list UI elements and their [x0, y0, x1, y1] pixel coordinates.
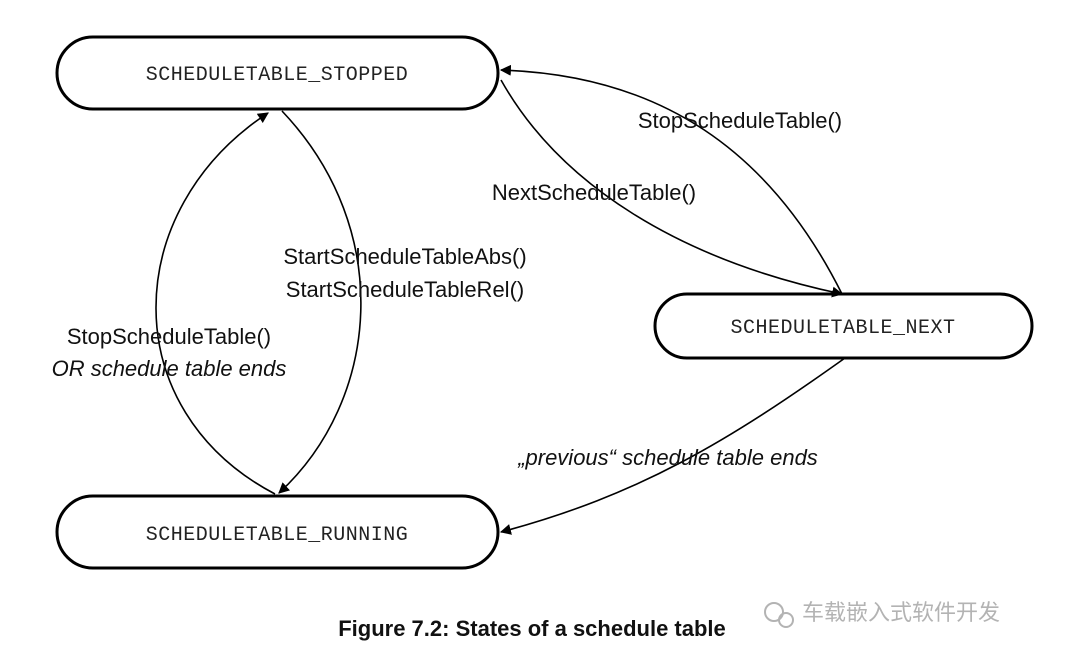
watermark: 车载嵌入式软件开发 [764, 601, 1000, 628]
label-next-to-stopped: StopScheduleTable() [638, 108, 842, 133]
edge-running-to-stopped [155, 112, 276, 495]
label-start-abs: StartScheduleTableAbs() [283, 244, 526, 269]
edge-next-to-running [499, 357, 846, 535]
edge-stopped-to-next [500, 79, 844, 298]
state-stopped: SCHEDULETABLE_STOPPED [55, 35, 500, 111]
wechat-icon [764, 602, 784, 622]
label-previous-ends: „previous“ schedule table ends [517, 445, 818, 470]
label-stop-running: StopScheduleTable() [67, 324, 271, 349]
edge-stopped-to-running [278, 110, 362, 494]
state-stopped-label: SCHEDULETABLE_STOPPED [146, 64, 409, 87]
figure-caption: Figure 7.2: States of a schedule table [338, 616, 726, 641]
state-running: SCHEDULETABLE_RUNNING [55, 494, 500, 570]
wechat-icon-small [778, 612, 794, 628]
watermark-text: 车载嵌入式软件开发 [802, 601, 1000, 626]
edge-next-to-stopped [499, 64, 843, 295]
label-table-ends: OR schedule table ends [52, 356, 287, 381]
state-next-label: SCHEDULETABLE_NEXT [730, 317, 955, 340]
state-next: SCHEDULETABLE_NEXT [653, 292, 1034, 360]
state-running-label: SCHEDULETABLE_RUNNING [146, 524, 409, 547]
label-start-rel: StartScheduleTableRel() [286, 277, 524, 302]
label-stopped-to-next: NextScheduleTable() [492, 180, 696, 205]
